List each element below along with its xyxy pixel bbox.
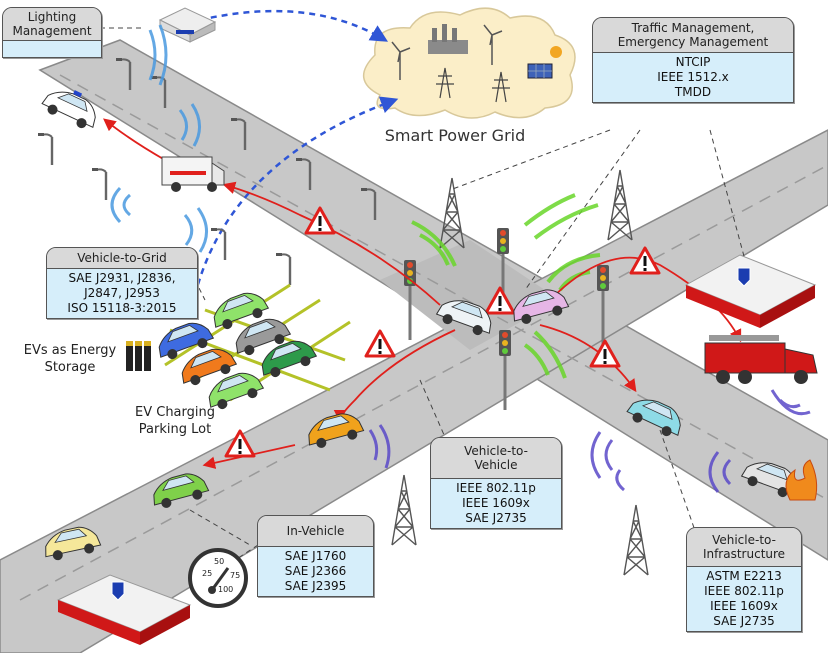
traffic-management-callout: Traffic Management, Emergency Management… <box>592 17 794 103</box>
smart-grid-cloud <box>363 7 576 119</box>
v2v-standard-3: SAE J2735 <box>465 511 527 525</box>
v2g-title: Vehicle-to-Grid <box>47 248 197 268</box>
v2g-body: SAE J2931, J2836, J2847, J2953 ISO 15118… <box>47 268 197 318</box>
v2v-wireless-signal <box>411 193 601 379</box>
speedo-tick-100: 100 <box>218 585 233 594</box>
ev-parking-line-2: Parking Lot <box>138 422 212 437</box>
lighting-management-callout: Lighting Management <box>2 7 102 58</box>
smart-grid-label: Smart Power Grid <box>384 126 526 145</box>
traffic-standard-1: NTCIP <box>675 55 711 69</box>
ev-parking-line-1: EV Charging <box>135 405 215 420</box>
in-vehicle-callout: In-Vehicle SAE J1760 SAE J2366 SAE J2395 <box>257 515 374 597</box>
v2g-callout: Vehicle-to-Grid SAE J2931, J2836, J2847,… <box>46 247 198 319</box>
police-station-icon <box>56 574 192 645</box>
lane-marking-1 <box>59 74 828 501</box>
speedo-tick-75: 75 <box>230 571 240 580</box>
in-vehicle-standard-1: SAE J1760 <box>284 549 347 563</box>
v2v-title: Vehicle-to-Vehicle <box>431 438 561 478</box>
v2i-title: Vehicle-to-Infrastructure <box>687 528 801 566</box>
evs-storage-line-2: Storage <box>44 360 96 375</box>
lighting-management-title: Lighting Management <box>3 8 101 40</box>
ambulance <box>161 156 225 192</box>
v2g-standard-1: SAE J2931, J2836, <box>68 271 176 285</box>
v2v-callout: Vehicle-to-Vehicle IEEE 802.11p IEEE 160… <box>430 437 562 529</box>
v2i-standard-2: IEEE 802.11p <box>704 584 784 598</box>
traffic-standard-3: TMDD <box>674 85 712 99</box>
lighting-management-body <box>3 40 101 57</box>
in-vehicle-standard-3: SAE J2395 <box>284 579 347 593</box>
solar-panel-icon <box>527 63 553 79</box>
sun-icon <box>550 46 562 58</box>
speedometer-icon: 25 50 75 100 <box>188 548 248 608</box>
factory-icon <box>428 24 468 54</box>
intersection <box>380 240 560 350</box>
evs-storage-line-1: EVs as Energy <box>23 343 117 358</box>
lane-marking-2 <box>19 164 828 601</box>
v2v-body: IEEE 802.11p IEEE 1609x SAE J2735 <box>431 478 561 528</box>
power-pylon-icon <box>436 67 510 103</box>
ev-parking-label: EV Charging Parking Lot <box>120 404 230 438</box>
in-vehicle-standard-2: SAE J2366 <box>284 564 347 578</box>
in-vehicle-title: In-Vehicle <box>258 516 373 546</box>
traffic-management-body: NTCIP IEEE 1512.x TMDD <box>593 52 793 102</box>
traffic-standard-2: IEEE 1512.x <box>657 70 729 84</box>
v2g-standard-3: ISO 15118-3:2015 <box>67 301 177 315</box>
fire-truck <box>704 335 818 384</box>
traffic-management-title: Traffic Management, Emergency Management <box>593 18 793 52</box>
grid-link-lighting <box>199 9 389 42</box>
police-car <box>39 83 103 134</box>
v2i-standard-3: IEEE 1609x <box>710 599 778 613</box>
v2i-body: ASTM E2213 IEEE 802.11p IEEE 1609x SAE J… <box>687 566 801 631</box>
lighting-control-building <box>158 7 217 43</box>
in-vehicle-body: SAE J1760 SAE J2366 SAE J2395 <box>258 546 373 596</box>
battery-icon <box>126 341 151 371</box>
v2i-callout: Vehicle-to-Infrastructure ASTM E2213 IEE… <box>686 527 802 632</box>
fire-icon <box>785 459 818 501</box>
v2i-standard-1: ASTM E2213 <box>706 569 782 583</box>
wind-turbine-icon <box>391 24 503 80</box>
v2v-standard-1: IEEE 802.11p <box>456 481 536 495</box>
v2v-standard-2: IEEE 1609x <box>462 496 530 510</box>
fire-station-icon <box>684 254 817 328</box>
speedo-tick-50: 50 <box>214 557 224 566</box>
speedo-tick-25: 25 <box>202 569 212 578</box>
road-sw-ne <box>0 129 828 653</box>
v2i-standard-4: SAE J2735 <box>713 614 775 628</box>
ev-parking-lot <box>152 283 351 414</box>
v2i-wireless-signal <box>368 389 811 493</box>
grid-link-v2g <box>193 96 399 296</box>
evs-storage-label: EVs as Energy Storage <box>14 342 126 376</box>
v2g-standard-2: J2847, J2953 <box>84 286 160 300</box>
lighting-wireless-signal <box>110 24 208 253</box>
